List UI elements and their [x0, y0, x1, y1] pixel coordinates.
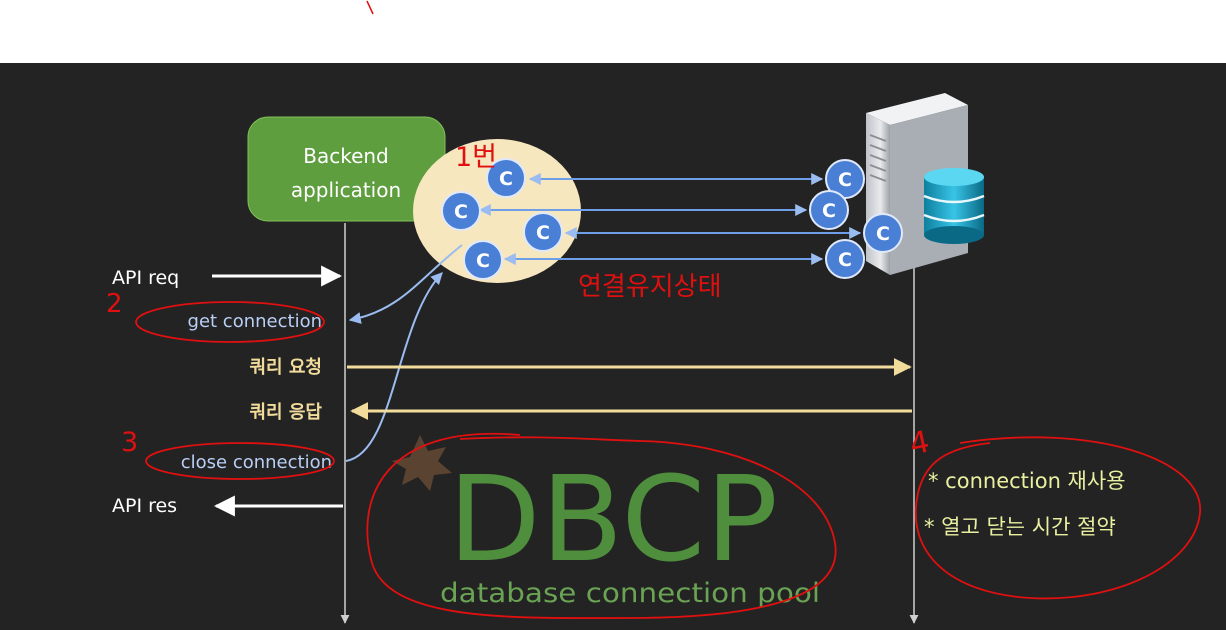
- dbcp-circle: [366, 432, 837, 619]
- pool-connection-3: C: [523, 212, 563, 252]
- query-response-label: 쿼리 응답: [249, 402, 322, 423]
- api-res-label: API res: [112, 495, 177, 517]
- annotation-step2: 2: [106, 289, 123, 319]
- svg-text:C: C: [838, 169, 852, 191]
- annotation-step3: 3: [121, 427, 138, 458]
- svg-text:C: C: [499, 168, 513, 190]
- get-connection-label: get connection: [188, 311, 322, 332]
- query-request-label: 쿼리 요청: [249, 357, 322, 378]
- db-connection-4: C: [825, 239, 865, 279]
- red-annotations: [135, 301, 1201, 619]
- starburst-decoration: [392, 435, 452, 491]
- notes-circle: [914, 436, 1201, 600]
- dbcp-subtitle: database connection pool: [440, 578, 820, 609]
- pool-connections: C C C C: [441, 158, 563, 280]
- svg-text:C: C: [822, 200, 836, 222]
- pool-connection-2: C: [441, 191, 481, 231]
- get-connection-arrow: [348, 244, 463, 324]
- svg-text:C: C: [454, 201, 468, 223]
- note-connection-reuse: * connection 재사용: [928, 469, 1126, 493]
- db-connection-2: C: [809, 190, 849, 230]
- stray-pen-mark: [366, 0, 374, 15]
- api-req-label: API req: [112, 267, 179, 289]
- dbcp-diagram: Backend application C C C C C C C: [106, 93, 1201, 624]
- svg-text:C: C: [476, 250, 490, 272]
- note-save-open-close-time: * 열고 닫는 시간 절약: [924, 515, 1116, 539]
- close-connection-circle: [145, 442, 335, 480]
- annotation-step1: 1번: [455, 142, 497, 173]
- database-cylinder-icon: [923, 168, 985, 244]
- get-connection-circle: [135, 301, 325, 343]
- dbcp-title: DBCP: [448, 450, 778, 588]
- db-connection-3: C: [863, 213, 903, 253]
- svg-text:C: C: [876, 223, 890, 245]
- pool-connection-4: C: [463, 240, 503, 280]
- backend-title-line1: Backend: [303, 144, 389, 168]
- close-connection-arrow: [345, 272, 443, 462]
- close-connection-label: close connection: [181, 452, 332, 473]
- svg-text:C: C: [838, 249, 852, 271]
- pool-db-connections: [478, 173, 862, 265]
- svg-text:C: C: [536, 222, 550, 244]
- backend-title-line2: application: [291, 178, 401, 202]
- db-connections: C C C C: [809, 159, 903, 279]
- annotation-keep-alive: 연결유지상태: [578, 272, 722, 302]
- diagram-stage: Backend application C C C C C C C: [0, 63, 1226, 630]
- pool-connection-1: C: [486, 158, 526, 198]
- annotation-step4: 4: [907, 424, 933, 462]
